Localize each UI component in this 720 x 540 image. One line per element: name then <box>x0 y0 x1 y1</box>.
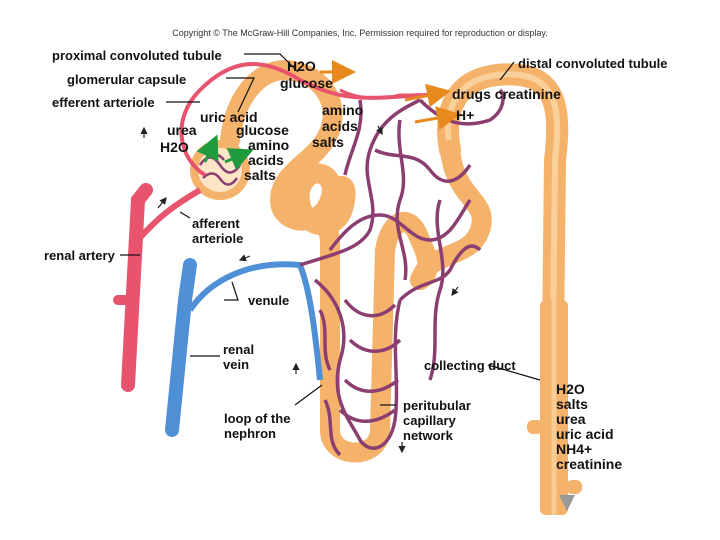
urine-urea: urea <box>556 411 586 427</box>
label-renal-vein-line1: renal <box>223 342 255 357</box>
label-efferent-arteriole: efferent arteriole <box>52 95 155 110</box>
substance-acids: acids <box>248 152 284 168</box>
label-collecting-duct: collecting duct <box>424 358 516 373</box>
substance-glucose: glucose <box>236 122 289 138</box>
collecting-duct <box>527 300 582 515</box>
substance-uric-acid: uric acid <box>200 109 258 125</box>
urine-uric-acid: uric acid <box>556 426 614 442</box>
label-peritubular-line1: peritubular <box>403 398 471 413</box>
label-peritubular-line3: network <box>403 428 453 443</box>
substance-urea: urea <box>167 122 197 138</box>
flow-arrows <box>140 125 459 454</box>
label-peritubular-line2: capillary <box>403 413 456 428</box>
label-afferent-line2: arteriole <box>192 231 244 246</box>
filtration-arrows <box>196 134 254 171</box>
secretion-arrows <box>320 60 461 130</box>
label-renal-artery: renal artery <box>44 248 115 263</box>
substance-glucose-pct: glucose <box>280 75 333 91</box>
label-afferent-line1: afferent <box>192 216 240 231</box>
label-proximal-convoluted-tubule: proximal convoluted tubule <box>52 48 222 63</box>
substance-h-ion: H+ <box>456 107 475 123</box>
renal-artery-vessel <box>113 62 421 392</box>
label-distal-convoluted-tubule: distal convoluted tubule <box>518 56 668 71</box>
substance-h2o-pct: H2O <box>287 58 316 74</box>
label-loop-line1: loop of the <box>224 411 291 426</box>
substance-drugs-creatinine: drugs creatinine <box>452 86 561 102</box>
label-renal-vein-line2: vein <box>223 357 250 372</box>
urine-nh4: NH4+ <box>556 441 593 457</box>
label-venule: venule <box>248 293 290 308</box>
substance-amino: amino <box>248 137 290 153</box>
substance-acids-pct: acids <box>322 118 358 134</box>
substance-salts-pct: salts <box>312 134 344 150</box>
urine-salts: salts <box>556 396 588 412</box>
urine-h2o: H2O <box>556 381 585 397</box>
leader-lines <box>120 53 541 406</box>
urine-creatinine: creatinine <box>556 456 623 472</box>
substance-h2o-glom: H2O <box>160 139 189 155</box>
label-glomerular-capsule: glomerular capsule <box>67 72 187 87</box>
label-peritubular-network: peritubular capillary network <box>403 398 471 443</box>
label-loop-of-nephron: loop of the nephron <box>224 411 290 441</box>
copyright-notice: Copyright © The McGraw-Hill Companies, I… <box>172 28 548 38</box>
renal-vein-vessel <box>165 258 323 437</box>
proximal-convoluted-tubule <box>220 59 438 463</box>
label-renal-vein: renal vein <box>223 342 254 372</box>
label-loop-line2: nephron <box>224 426 276 441</box>
peritubular-capillary-network <box>299 88 505 457</box>
substance-amino-pct: amino <box>322 102 364 118</box>
urine-composition-list: H2O salts urea uric acid NH4+ creatinine <box>556 382 622 472</box>
substance-salts: salts <box>244 167 276 183</box>
label-afferent-arteriole: afferent arteriole <box>192 216 243 246</box>
